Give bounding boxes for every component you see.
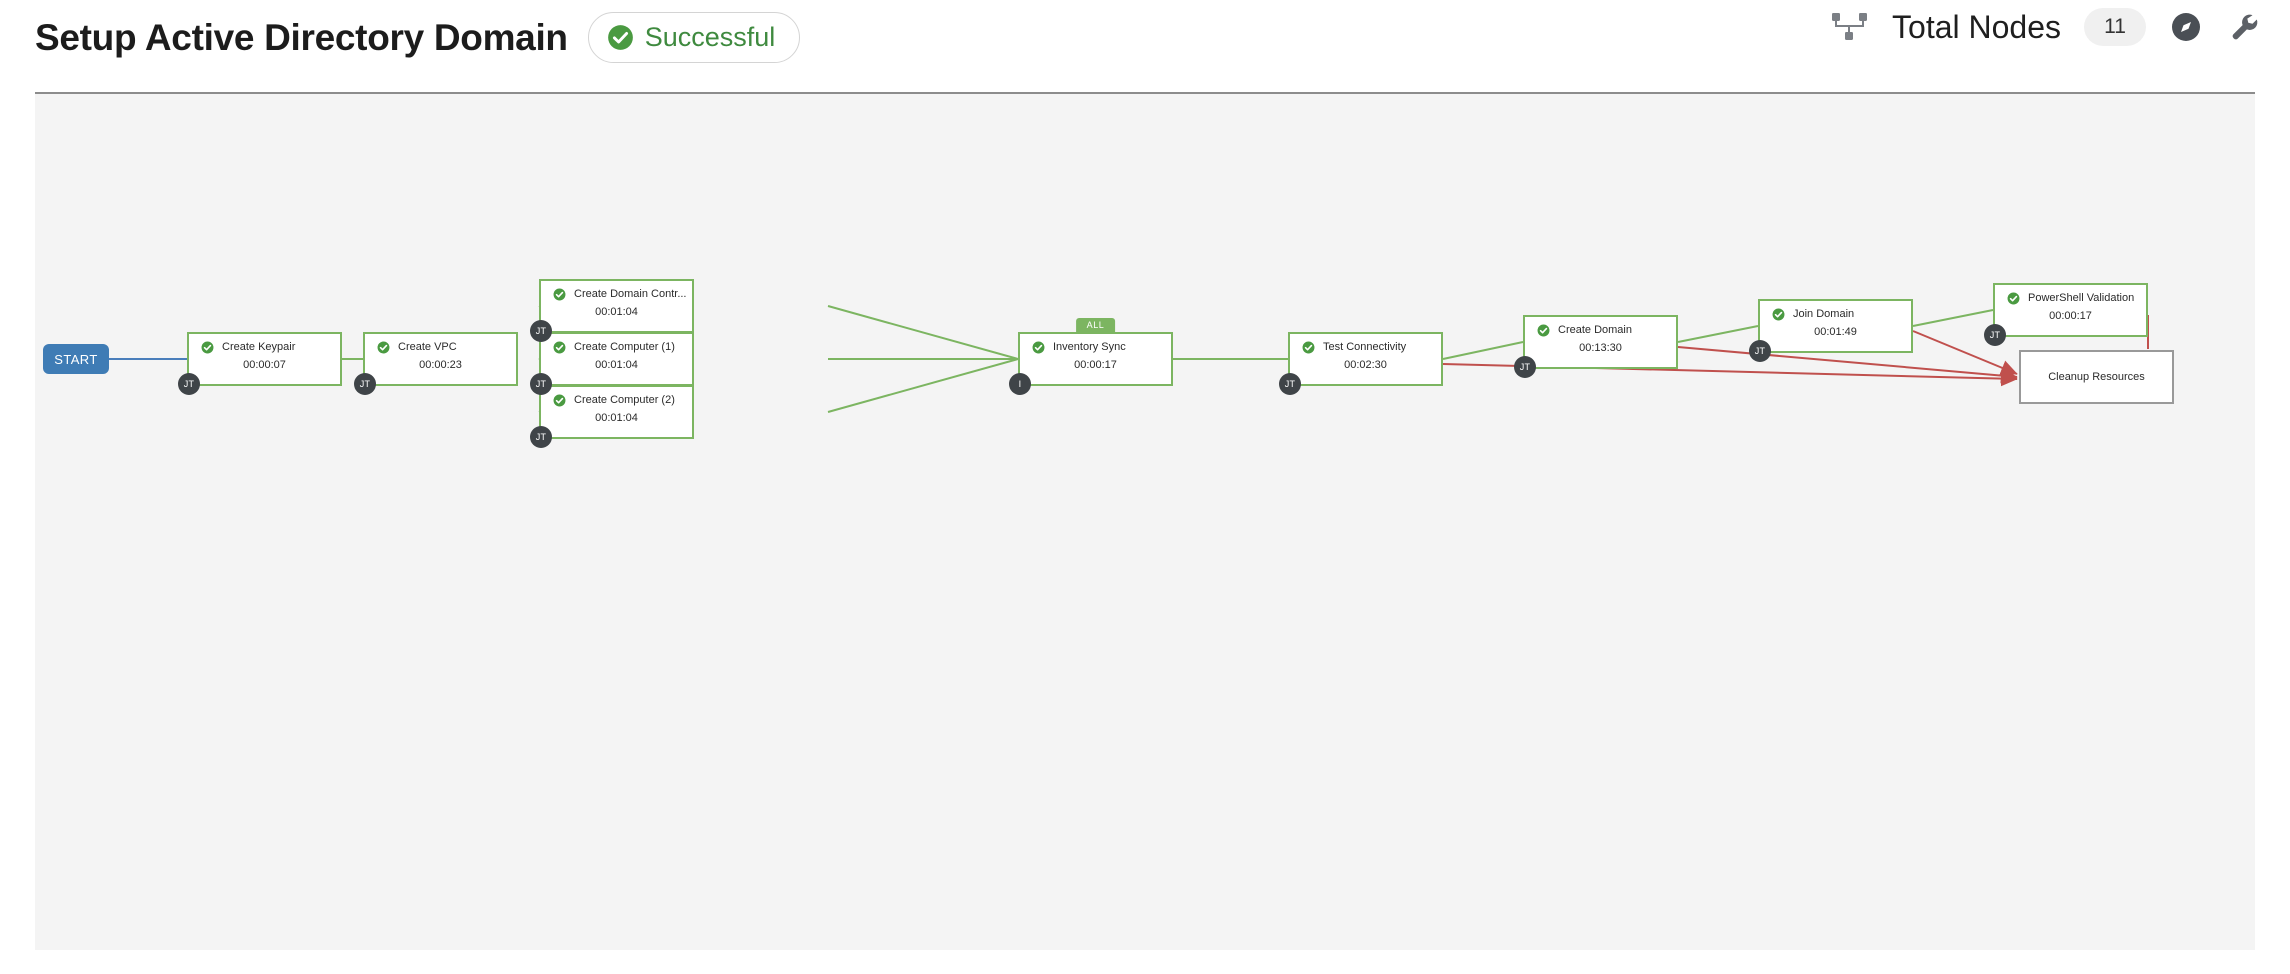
node-owner-badge[interactable]: JT [1984, 324, 2006, 346]
compass-icon[interactable] [2169, 10, 2203, 44]
workflow-canvas[interactable]: START Create Keypair 00:00:07 JT Create … [35, 94, 2255, 950]
check-circle-icon [607, 25, 633, 50]
node-create-domain-controller[interactable]: Create Domain Contr... 00:01:04 JT [530, 279, 694, 342]
start-node-label: START [54, 351, 98, 367]
node-title: Test Connectivity [1323, 341, 1407, 353]
node-title: PowerShell Validation [2028, 292, 2135, 304]
node-elapsed-time: 00:00:17 [2049, 310, 2092, 322]
node-title: Create VPC [398, 341, 457, 353]
node-elapsed-time: 00:01:04 [595, 412, 638, 424]
node-owner-badge[interactable]: JT [530, 320, 552, 342]
check-circle-icon [553, 288, 566, 301]
node-scope-tab: ALL [1075, 318, 1116, 333]
node-elapsed-time: 00:00:07 [243, 359, 286, 371]
check-circle-icon [1772, 308, 1785, 321]
node-create-computer-2[interactable]: Create Computer (2) 00:01:04 JT [530, 385, 694, 448]
header-right-group: Total Nodes 11 [1831, 8, 2260, 46]
page-title: Setup Active Directory Domain [35, 16, 568, 58]
node-owner-badge[interactable]: JT [1514, 356, 1536, 378]
check-circle-icon [201, 341, 214, 354]
node-elapsed-time: 00:00:23 [419, 359, 462, 371]
edge-dc-to-inventory [827, 305, 1019, 360]
node-create-computer-1[interactable]: Create Computer (1) 00:01:04 JT [530, 332, 694, 395]
node-owner-badge[interactable]: JT [178, 373, 200, 395]
edge-computer2-to-inventory [827, 358, 1019, 413]
node-elapsed-time: 00:01:04 [595, 306, 638, 318]
edge-createdomain-to-joindomain [1677, 325, 1759, 343]
node-owner-badge[interactable]: JT [530, 373, 552, 395]
node-title: Inventory Sync [1053, 341, 1126, 353]
node-powershell-validation[interactable]: PowerShell Validation 00:00:17 JT [1984, 283, 2148, 346]
node-owner-badge[interactable]: I [1009, 373, 1031, 395]
node-elapsed-time: 00:01:49 [1814, 326, 1857, 338]
node-create-keypair[interactable]: Create Keypair 00:00:07 JT [178, 332, 342, 395]
node-owner-badge[interactable]: JT [1279, 373, 1301, 395]
wrench-icon[interactable] [2226, 10, 2260, 44]
node-elapsed-time: 00:00:17 [1074, 359, 1117, 371]
check-circle-icon [1032, 341, 1045, 354]
edge-createdomain-to-cleanup [1677, 346, 2018, 384]
node-owner-badge[interactable]: JT [530, 426, 552, 448]
node-title: Create Domain [1558, 324, 1632, 336]
sitemap-icon[interactable] [1831, 12, 1869, 42]
check-circle-icon [2007, 292, 2020, 305]
check-circle-icon [1302, 341, 1315, 354]
node-inventory-sync[interactable]: ALL Inventory Sync 00:00:17 I [1009, 318, 1173, 395]
node-title: Cleanup Resources [2048, 371, 2145, 383]
node-title: Create Computer (1) [574, 341, 675, 353]
total-nodes-count: 11 [2084, 8, 2146, 46]
check-circle-icon [553, 341, 566, 354]
node-title: Create Computer (2) [574, 394, 675, 406]
workflow-edges [90, 305, 2149, 413]
status-badge: Successful [587, 12, 801, 63]
header-divider [35, 92, 2255, 94]
header-left-group: Setup Active Directory Domain Successful [35, 12, 801, 63]
check-circle-icon [1537, 324, 1550, 337]
edge-test-to-createdomain [1442, 341, 1524, 360]
edge-joindomain-to-cleanup [1912, 330, 2018, 376]
node-owner-badge[interactable]: JT [1749, 340, 1771, 362]
app-header: Setup Active Directory Domain Successful… [0, 0, 2290, 94]
check-circle-icon [377, 341, 390, 354]
node-elapsed-time: 00:02:30 [1344, 359, 1387, 371]
node-elapsed-time: 00:01:04 [595, 359, 638, 371]
node-elapsed-time: 00:13:30 [1579, 342, 1622, 354]
node-owner-badge[interactable]: JT [354, 373, 376, 395]
node-create-domain[interactable]: Create Domain 00:13:30 JT [1514, 315, 1678, 378]
edge-joindomain-to-powershell [1912, 309, 1994, 327]
node-test-connectivity[interactable]: Test Connectivity 00:02:30 JT [1279, 332, 1443, 395]
check-circle-icon [553, 394, 566, 407]
node-title: Join Domain [1793, 308, 1855, 320]
node-join-domain[interactable]: Join Domain 00:01:49 JT [1749, 299, 1913, 362]
node-title: Create Domain Contr... [574, 288, 687, 300]
node-title: Create Keypair [222, 341, 296, 353]
total-nodes-label: Total Nodes [1892, 8, 2061, 45]
node-cleanup-resources[interactable]: Cleanup Resources [2019, 350, 2174, 404]
status-badge-label: Successful [644, 22, 776, 52]
start-node[interactable]: START [43, 344, 109, 374]
node-create-vpc[interactable]: Create VPC 00:00:23 JT [354, 332, 518, 395]
